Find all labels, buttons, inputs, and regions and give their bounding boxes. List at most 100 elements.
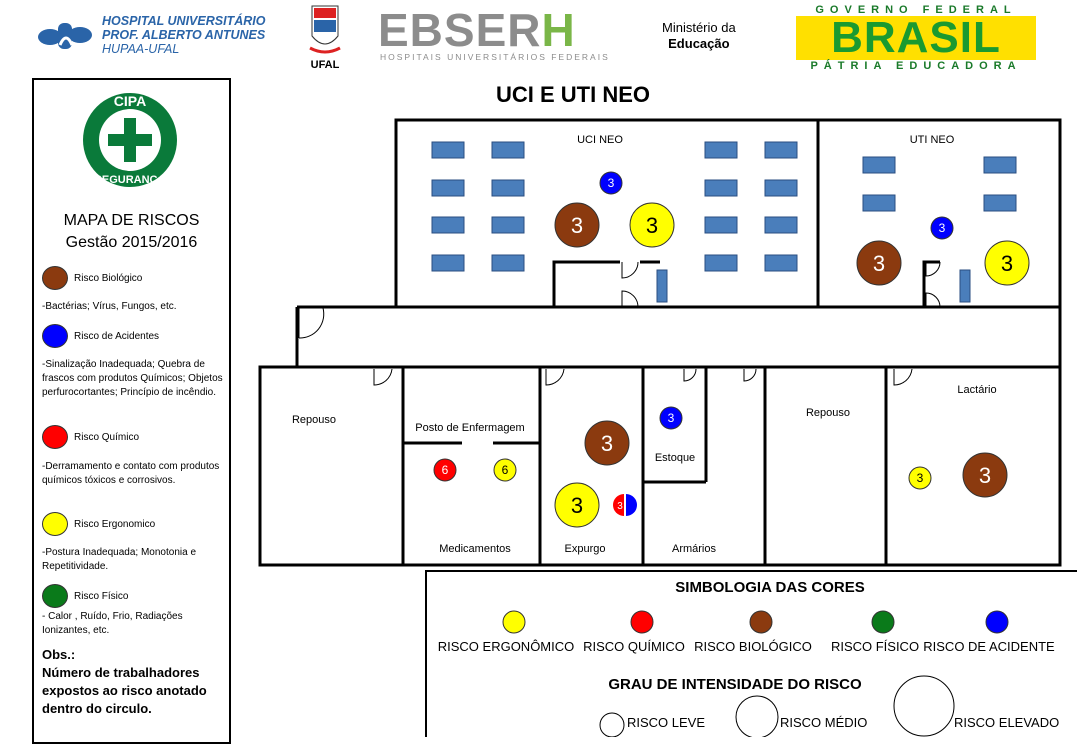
cipa-logo-top: CIPA (114, 93, 146, 109)
walls (258, 118, 1062, 567)
risk-count: 3 (668, 411, 675, 425)
yellow-dot-icon (42, 512, 68, 536)
risk-marker-ergonomico (629, 202, 675, 248)
doors (298, 261, 941, 386)
risk-marker-ergonomico (908, 466, 932, 490)
panel-title: MAPA DE RISCOS (63, 212, 200, 229)
room-lactario: Lactário (957, 384, 996, 396)
risk-count: 3 (939, 221, 946, 235)
risk-marker-biologico (554, 202, 600, 248)
risk-count: 3 (617, 501, 623, 512)
obs-title: Obs.: (42, 647, 76, 662)
ebserh-logo: EBSERH (378, 6, 576, 54)
intensity-leve-label: RISCO LEVE (627, 715, 705, 730)
legend-label: Risco Ergonomico (74, 518, 156, 530)
beds (431, 141, 1017, 272)
risk-marker-acidente (659, 406, 683, 430)
legend-biologico: Risco Biológico (42, 266, 142, 290)
risk-marker-biologico (962, 452, 1008, 498)
symbol-color-label: RISCO FÍSICO (831, 639, 919, 654)
intensity-medio-circle (735, 695, 779, 737)
room-medicamentos: Medicamentos (439, 543, 511, 555)
obs-note: Obs.:Número de trabalhadores expostos ao… (42, 646, 227, 718)
symbol-color-label: RISCO BIOLÓGICO (694, 639, 812, 654)
bed-icon (764, 179, 798, 197)
legend-acidentes: Risco de Acidentes (42, 324, 159, 348)
panel-subtitle: Gestão 2015/2016 (65, 234, 198, 251)
hospital-logo: HOSPITAL UNIVERSITÁRIO PROF. ALBERTO ANT… (36, 14, 265, 56)
risk-marker-quimico (433, 458, 457, 482)
legend-label: Risco Químico (74, 431, 140, 443)
bed-icon (983, 156, 1017, 174)
symbol-color-circle (502, 610, 526, 634)
legend-label: Risco Biológico (74, 272, 143, 284)
room-posto-enfermagem: Posto de Enfermagem (415, 422, 524, 434)
risk-count: 3 (608, 176, 615, 190)
bed-icon (764, 141, 798, 159)
risk-marker-biologico (856, 240, 902, 286)
bed-icon (491, 141, 525, 159)
risk-marker-acidente (626, 494, 637, 516)
sink-icon (959, 269, 971, 303)
hospital-logo-icon (38, 23, 92, 49)
room-uti-neo: UTI NEO (910, 134, 955, 146)
hospital-name-line1: HOSPITAL UNIVERSITÁRIO (102, 14, 266, 28)
ebserh-name: EBSER (378, 4, 542, 56)
symbol-color-circle (749, 610, 773, 634)
gov-top: GOVERNO FEDERAL (815, 4, 1017, 16)
bed-icon (704, 141, 738, 159)
bed-icon (431, 254, 465, 272)
risk-marker-biologico (584, 420, 630, 466)
legend-desc: -Postura Inadequada; Monotonia e Repetit… (42, 547, 196, 572)
legend-desc: -Derramamento e contato com produtos quí… (42, 461, 220, 486)
bed-icon (764, 216, 798, 234)
risk-count: 3 (646, 213, 658, 238)
symbol-color-label: RISCO DE ACIDENTE (923, 639, 1055, 654)
legend-desc: -Bactérias; Vírus, Fungos, etc. (42, 301, 177, 312)
ebserh-h: H (541, 4, 576, 56)
green-dot-icon (42, 584, 68, 608)
mec-line2: Educação (668, 36, 730, 51)
hospital-name-line2: PROF. ALBERTO ANTUNES (102, 28, 266, 42)
room-uci-neo: UCI NEO (577, 134, 623, 146)
risk-count: 3 (873, 251, 885, 276)
risk-marker-acidente (930, 216, 954, 240)
gov-bottom: PÁTRIA EDUCADORA (810, 60, 1022, 72)
bed-icon (491, 216, 525, 234)
ufal-label: UFAL (310, 59, 340, 71)
map-title: UCI E UTI NEO (496, 82, 651, 107)
red-dot-icon (42, 425, 68, 449)
mec-line1: Ministério da (662, 20, 736, 35)
sink-icon (656, 269, 668, 303)
room-expurgo: Expurgo (565, 543, 606, 555)
symbol-color-circle (630, 610, 654, 634)
risk-count: 6 (502, 463, 509, 477)
risk-marker-ergonomico (554, 482, 600, 528)
bed-icon (704, 216, 738, 234)
risk-marker-ergonomico (984, 240, 1030, 286)
cipa-logo-bottom: SEGURANÇA (95, 174, 166, 186)
legend-label: Risco de Acidentes (74, 330, 160, 342)
gov-brasil-logo: GOVERNO FEDERAL BRASIL PÁTRIA EDUCADORA (796, 4, 1036, 72)
symbology-title: SIMBOLOGIA DAS CORES (675, 579, 864, 596)
brown-dot-icon (42, 266, 68, 290)
symbol-color-circle (871, 610, 895, 634)
legend-panel: CIPA SEGURANÇA MAPA DE RISCOS Gestão 2015… (32, 78, 231, 744)
cipa-logo-icon: CIPA SEGURANÇA (83, 93, 177, 187)
ufal-logo: UFAL (305, 4, 345, 71)
intensity-elevado-circle (893, 675, 955, 737)
ebserh-subtitle: HOSPITAIS UNIVERSITÁRIOS FEDERAIS (380, 52, 610, 62)
symbol-color-label: RISCO QUÍMICO (583, 639, 685, 654)
room-repouso-2: Repouso (806, 407, 850, 419)
room-estoque: Estoque (655, 452, 695, 464)
bed-icon (983, 194, 1017, 212)
legend-ergonomico: Risco Ergonomico (42, 512, 155, 536)
legend-fisico: Risco Físico (42, 584, 128, 608)
bed-icon (704, 254, 738, 272)
legend-label: Risco Físico (74, 590, 129, 602)
legend-desc: -Sinalização Inadequada; Quebra de frasc… (42, 359, 223, 398)
risk-count: 3 (571, 213, 583, 238)
gov-main: BRASIL (796, 16, 1036, 60)
legend-desc: - Calor , Ruído, Frio, Radiações Ionizan… (42, 611, 183, 636)
